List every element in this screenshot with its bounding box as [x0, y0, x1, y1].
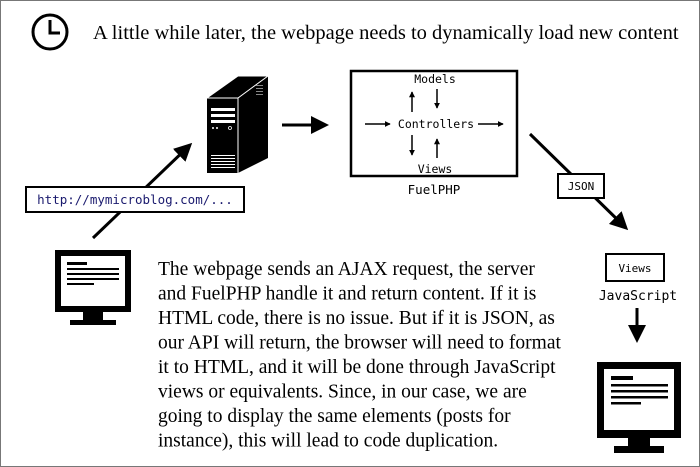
url-label: http://mymicroblog.com/...: [37, 192, 233, 207]
mvc-arrows: [365, 89, 504, 158]
clock-icon: [31, 13, 69, 51]
js-views-box: [605, 253, 665, 282]
monitor-icon: [55, 250, 131, 325]
paragraph-line: going to display the same elements (post…: [158, 406, 511, 427]
paragraph-line: our API will return, the browser will ne…: [158, 333, 561, 354]
description-paragraph: The webpage sends an AJAX request, the s…: [158, 259, 561, 452]
server-icon: [205, 75, 270, 173]
javascript-label: JavaScript: [599, 289, 677, 304]
json-box: [557, 173, 605, 199]
paragraph-line: The webpage sends an AJAX request, the s…: [158, 259, 535, 280]
monitor-icon: [597, 362, 681, 453]
views-label: Views: [418, 162, 453, 176]
js-views-label: Views: [618, 262, 651, 275]
fuelphp-label: FuelPHP: [408, 182, 461, 197]
paragraph-line: HTML code, there is no issue. But if it …: [158, 308, 555, 329]
url-box: [25, 186, 245, 213]
controllers-label: Controllers: [398, 117, 474, 131]
json-label: JSON: [568, 180, 595, 193]
heading: A little while later, the webpage needs …: [93, 22, 679, 44]
models-label: Models: [414, 72, 456, 86]
paragraph-line: instance), this will lead to code duplic…: [158, 431, 498, 452]
paragraph-line: views or equivalents. Since, in our case…: [158, 382, 527, 403]
paragraph-line: it to HTML, and it will be done through …: [158, 357, 556, 378]
paragraph-line: and FuelPHP handle it and return content…: [158, 284, 536, 305]
